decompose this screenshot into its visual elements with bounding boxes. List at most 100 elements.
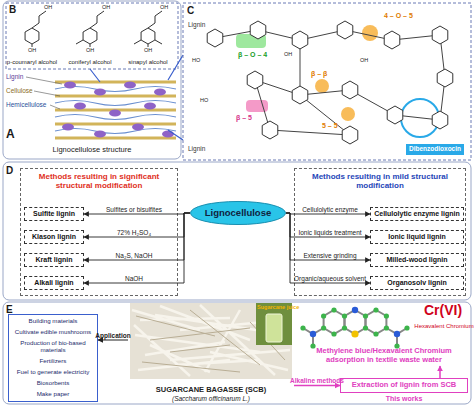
- lignocellulose-illustration: [154, 89, 166, 96]
- lignin-structure: [247, 71, 263, 89]
- component-label: Lignin: [6, 74, 23, 81]
- atom-label: OH: [144, 48, 152, 54]
- process-box: Extraction of lignin from SCB: [340, 378, 468, 393]
- lignocellulose-illustration: [144, 103, 156, 110]
- monolignol-panel: [6, 3, 178, 69]
- product-box: Ionic liquid lignin: [370, 230, 464, 244]
- bond-label: 5 – 5: [322, 122, 338, 129]
- lignin-structure: [384, 31, 400, 49]
- edge-label: Sulfites or bisulfites: [106, 206, 162, 213]
- lignocellulose-illustration: [90, 55, 183, 140]
- edge-label: Alkaline methods: [290, 378, 344, 385]
- lignocellulose-illustration: [55, 87, 176, 134]
- atom-label: OH: [360, 58, 368, 64]
- lignin-structure: [432, 26, 448, 44]
- methylene-blue-molecule: [352, 307, 358, 313]
- lignin-structure: [387, 106, 403, 124]
- edge-label: Organic/aqueous solvent: [294, 275, 366, 282]
- compound-name: p-coumaryl alcohol: [7, 59, 57, 65]
- methylene-blue-molecule: [331, 331, 336, 336]
- polymer-label: Lignin: [188, 22, 205, 29]
- photo-panel: SUGARCANE BAGASSE (SCB)(Saccharum offici…: [128, 303, 294, 404]
- lignocellulose-illustration: [94, 89, 106, 96]
- lignocellulose-illustration: [55, 82, 176, 138]
- bagasse-photo: [130, 303, 292, 379]
- lignin-structure: [315, 79, 329, 93]
- node-text: Kraft lignin: [36, 256, 73, 264]
- polymer-label: Lignin: [188, 146, 205, 153]
- methylene-blue-molecule: [384, 325, 389, 330]
- methylene-blue-molecule: [384, 313, 389, 318]
- node-text: Cultivate edible mushrooms: [12, 329, 94, 336]
- lignocellulose-illustration: [62, 124, 74, 131]
- node-text: Biosorbents: [12, 380, 94, 387]
- edge-label: Ionic liquids treatment: [298, 229, 361, 236]
- lignin-structure: [292, 86, 308, 104]
- arrow-connector: [84, 213, 190, 237]
- ellipse-outline: [190, 201, 285, 224]
- methylene-blue-molecule: [363, 313, 368, 318]
- atom-label: OH: [44, 5, 52, 11]
- method-group: Methods resulting in mild structural mod…: [294, 168, 466, 296]
- panel-frame: [3, 162, 471, 300]
- lignin-structure: [250, 21, 266, 39]
- methylene-blue-molecule: [321, 325, 326, 330]
- lignin-structure: [342, 81, 358, 99]
- node-text: Ionic liquid lignin: [388, 233, 446, 241]
- arrow-connector: [84, 213, 190, 260]
- monolignol-panel: [6, 3, 178, 69]
- atom-label: OH: [28, 48, 36, 54]
- methylene-blue-molecule: [363, 325, 368, 330]
- edge-label: NaOH: [125, 275, 143, 282]
- arrow-connector: [286, 213, 370, 260]
- arrow-connector: [84, 213, 190, 283]
- application-list: Building materialsCultivate edible mushr…: [8, 314, 98, 402]
- edge-label: Application: [95, 332, 130, 339]
- panel-letter: D: [6, 166, 13, 176]
- monolignol-panel: [76, 40, 162, 44]
- lignocellulose-illustration: [26, 77, 62, 109]
- node-text: Cellulolytic enzyme lignin: [374, 210, 460, 218]
- methylene-blue-molecule: [310, 343, 315, 348]
- panel-letter: B: [9, 5, 16, 15]
- methylene-blue-molecule: [345, 310, 366, 334]
- methylene-blue-molecule: [321, 313, 326, 318]
- panel-letter: A: [6, 128, 15, 140]
- bagasse-photo: [256, 303, 292, 345]
- methylene-blue-molecule: [342, 313, 347, 318]
- node-text: Klason lignin: [32, 233, 76, 241]
- node-text: Lignocellulose: [205, 208, 272, 219]
- result-text: Methylene blue/Hexavalent Chromium adsor…: [300, 344, 468, 366]
- lignin-structure: [342, 126, 358, 144]
- panel-letter: E: [6, 305, 13, 315]
- work-note: This works: [386, 395, 423, 402]
- lignin-structure: [262, 121, 278, 139]
- atom-label: HO: [200, 98, 208, 104]
- lignocellulose-illustration: [26, 55, 183, 140]
- product-box: Cellulolytic enzyme lignin: [370, 207, 464, 221]
- ion-symbol: Cr(VI): [424, 303, 462, 317]
- methylene-blue-molecule: [331, 307, 336, 312]
- methylene-blue-molecule: [342, 325, 347, 330]
- lignin-structure: [246, 100, 268, 112]
- node-text: Methods resulting in mild structural mod…: [295, 169, 465, 190]
- atom-label: OH: [160, 5, 168, 11]
- source-ellipse: Lignocellulose: [190, 201, 286, 225]
- component-label: Cellulose: [6, 88, 33, 95]
- atom-label: OH: [284, 52, 292, 58]
- method-group: Methods resulting in significant structu…: [20, 168, 178, 296]
- lignocellulose-illustration: [64, 82, 76, 89]
- monolignol-panel: [83, 28, 97, 44]
- node-text: Extraction of lignin from SCB: [352, 381, 457, 390]
- node-text: Organosolv lignin: [387, 279, 447, 287]
- product-box: Klason lignin: [24, 230, 84, 244]
- arrow-connector: [286, 213, 370, 214]
- product-box: Milled-wood lignin: [370, 253, 464, 267]
- arrow-connector: [286, 213, 370, 237]
- panel-frame: [3, 1, 471, 404]
- lignocellulose-illustration: [132, 124, 144, 131]
- methylene-blue-molecule: [373, 331, 378, 336]
- photo-label: Sugarcane juice: [257, 305, 299, 311]
- lignin-structure: [362, 25, 378, 41]
- monolignol-panel: [141, 28, 155, 44]
